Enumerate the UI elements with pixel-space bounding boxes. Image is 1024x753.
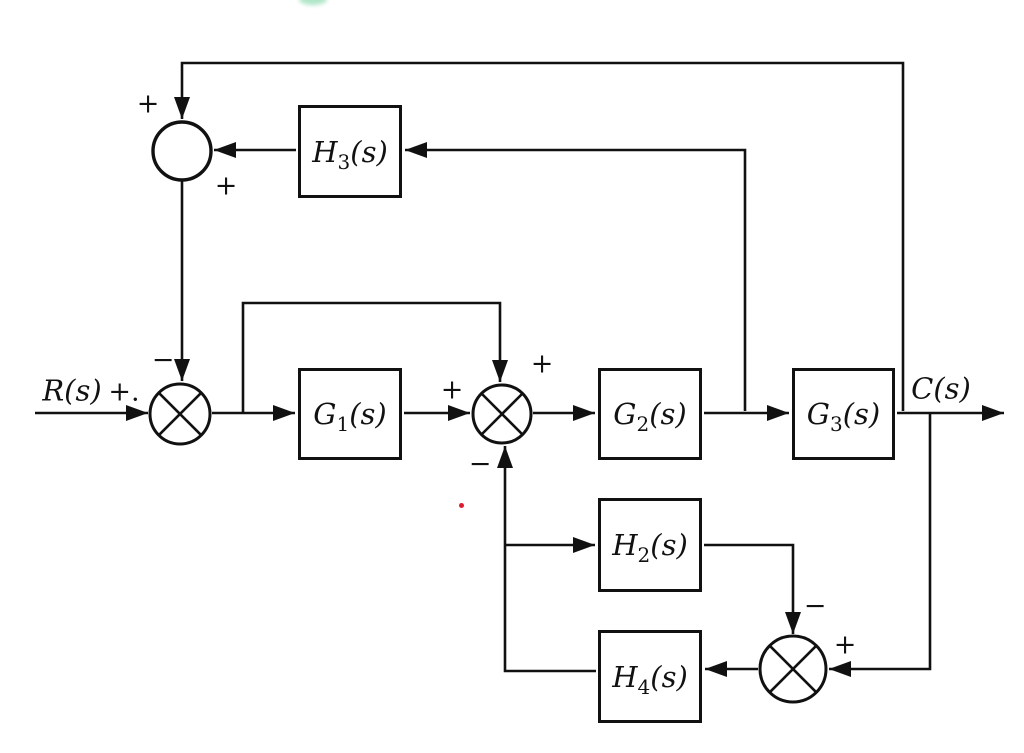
block-g3: G3(s) bbox=[792, 368, 895, 460]
sign-sum2-top: − bbox=[151, 344, 175, 376]
sign-sum3-top: + bbox=[530, 348, 554, 380]
block-h2: H2(s) bbox=[598, 498, 702, 592]
block-h2-label: H2(s) bbox=[612, 528, 688, 567]
wire-top-feedback bbox=[174, 61, 905, 411]
sign-sum4-top: − bbox=[803, 590, 827, 622]
summing-junction-bottom bbox=[758, 634, 828, 704]
wire-takeoff-to-h3 bbox=[405, 142, 747, 411]
block-h3: H3(s) bbox=[298, 105, 402, 198]
block-g1: G1(s) bbox=[298, 368, 402, 460]
wire-bypass-feedforward bbox=[241, 301, 508, 413]
block-g1-label: G1(s) bbox=[313, 397, 387, 436]
block-h4: H4(s) bbox=[598, 630, 702, 723]
wire-h4-to-sum3 bbox=[497, 446, 596, 673]
red-dot-artifact bbox=[459, 503, 464, 508]
sign-sum1-top: + bbox=[136, 88, 160, 120]
wire-output-feedback-to-sum4 bbox=[829, 414, 932, 677]
summing-junction-top bbox=[151, 120, 213, 182]
sign-sum3-input: + bbox=[440, 374, 464, 406]
wire-h2-to-sum4 bbox=[704, 543, 801, 634]
sign-sum4-right: + bbox=[833, 629, 857, 661]
block-h3-label: H3(s) bbox=[312, 134, 388, 174]
block-g2-label: G2(s) bbox=[613, 397, 687, 436]
block-g2: G2(s) bbox=[598, 368, 702, 460]
sign-sum2-input: +. bbox=[108, 376, 140, 408]
input-signal-label: R(s) bbox=[42, 373, 102, 408]
summing-junction-input bbox=[148, 382, 212, 446]
summing-junction-middle bbox=[471, 383, 533, 445]
green-smudge-artifact bbox=[299, 0, 327, 5]
output-signal-label: C(s) bbox=[911, 371, 971, 406]
block-g3-label: G3(s) bbox=[806, 397, 881, 436]
sign-sum1-output: + bbox=[214, 170, 238, 202]
block-h4-label: H4(s) bbox=[612, 659, 688, 699]
sign-sum3-bottom: − bbox=[468, 448, 492, 480]
